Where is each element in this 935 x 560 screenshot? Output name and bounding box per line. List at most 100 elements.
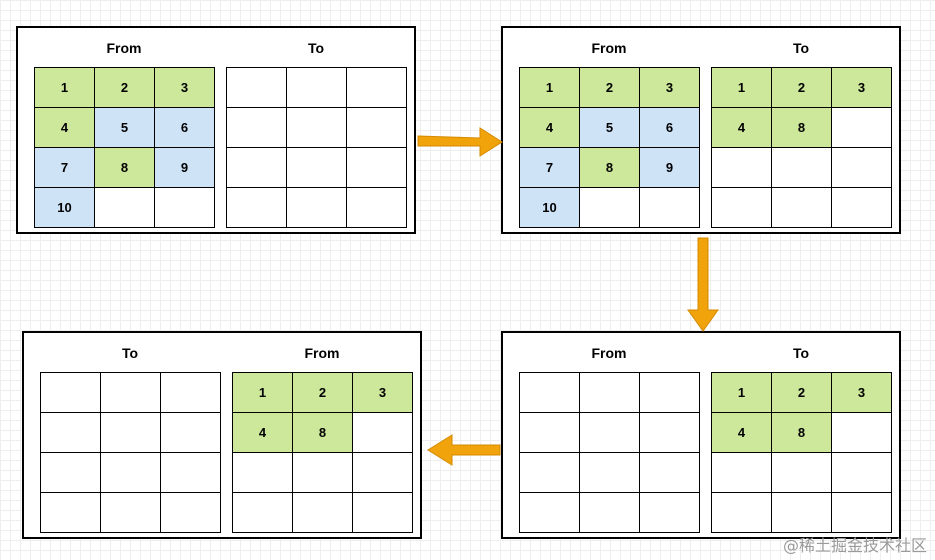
grid-cell <box>287 108 347 148</box>
grid-cell <box>580 373 640 413</box>
grid-cell <box>772 188 832 228</box>
right-grid-title: To <box>792 40 810 56</box>
grid-cell: 3 <box>832 68 892 108</box>
grid-cell <box>640 453 700 493</box>
grid-cell <box>347 68 407 108</box>
grid-cell: 10 <box>35 188 95 228</box>
grid-cell <box>227 148 287 188</box>
grid-cell: 7 <box>520 148 580 188</box>
grid-cell <box>161 373 221 413</box>
grid-cell: 6 <box>155 108 215 148</box>
grid-cell <box>580 188 640 228</box>
grid-cell <box>101 453 161 493</box>
grid-cell: 4 <box>712 108 772 148</box>
grid-cell: 2 <box>293 373 353 413</box>
grid-cell: 4 <box>712 413 772 453</box>
grid-cell <box>712 148 772 188</box>
grid-cell <box>41 453 101 493</box>
grid-cell: 2 <box>580 68 640 108</box>
grid-cell: 8 <box>293 413 353 453</box>
grid-cell <box>41 373 101 413</box>
grid-cell <box>293 493 353 533</box>
grid-cell <box>832 493 892 533</box>
grid-cell: 3 <box>640 68 700 108</box>
grid-cell <box>640 373 700 413</box>
grid-cell <box>227 68 287 108</box>
grid-cell <box>832 148 892 188</box>
grid-cell: 9 <box>640 148 700 188</box>
grid-cell <box>712 453 772 493</box>
grid-cell <box>520 453 580 493</box>
grid-cell: 8 <box>772 413 832 453</box>
grid-cell <box>233 453 293 493</box>
grid-cell: 2 <box>772 373 832 413</box>
grid-cell: 1 <box>712 373 772 413</box>
left-grid-title: From <box>591 345 627 361</box>
grid-cell <box>287 148 347 188</box>
grid-cell <box>227 188 287 228</box>
grid-cell <box>580 493 640 533</box>
grid-cell <box>520 493 580 533</box>
grid-cell <box>772 453 832 493</box>
grid-cell <box>161 453 221 493</box>
grid-cell: 4 <box>35 108 95 148</box>
grid-cell: 1 <box>520 68 580 108</box>
grid-cell <box>347 188 407 228</box>
grid-cell <box>155 188 215 228</box>
left-grid <box>40 372 221 533</box>
grid-cell <box>347 148 407 188</box>
grid-cell: 4 <box>233 413 293 453</box>
grid-cell <box>161 413 221 453</box>
grid-cell <box>580 453 640 493</box>
grid-cell: 3 <box>155 68 215 108</box>
grid-cell: 1 <box>233 373 293 413</box>
grid-cell <box>832 453 892 493</box>
grid-cell <box>287 68 347 108</box>
grid-cell <box>347 108 407 148</box>
grid-cell: 9 <box>155 148 215 188</box>
arrow-left-icon <box>427 434 501 466</box>
grid-cell: 1 <box>35 68 95 108</box>
grid-cell <box>101 373 161 413</box>
grid-cell <box>772 493 832 533</box>
grid-cell <box>41 493 101 533</box>
grid-cell <box>161 493 221 533</box>
grid-cell <box>353 413 413 453</box>
grid-cell <box>712 493 772 533</box>
grid-cell <box>353 453 413 493</box>
grid-cell: 8 <box>580 148 640 188</box>
grid-cell: 10 <box>520 188 580 228</box>
grid-cell <box>353 493 413 533</box>
grid-cell: 5 <box>95 108 155 148</box>
grid-cell <box>233 493 293 533</box>
grid-cell: 2 <box>772 68 832 108</box>
grid-cell <box>580 413 640 453</box>
grid-cell <box>101 413 161 453</box>
grid-cell <box>640 188 700 228</box>
right-grid-title: To <box>792 345 810 361</box>
grid-cell <box>101 493 161 533</box>
left-grid <box>519 372 700 533</box>
left-grid-title: To <box>121 345 139 361</box>
grid-cell <box>520 413 580 453</box>
grid-cell <box>832 108 892 148</box>
grid-cell <box>41 413 101 453</box>
grid-cell: 4 <box>520 108 580 148</box>
grid-cell: 6 <box>640 108 700 148</box>
grid-cell: 5 <box>580 108 640 148</box>
grid-cell <box>520 373 580 413</box>
grid-cell <box>640 413 700 453</box>
grid-cell <box>95 188 155 228</box>
grid-cell <box>287 188 347 228</box>
left-grid-title: From <box>591 40 627 56</box>
watermark: @稀土掘金技术社区 <box>782 536 927 555</box>
grid-cell: 2 <box>95 68 155 108</box>
